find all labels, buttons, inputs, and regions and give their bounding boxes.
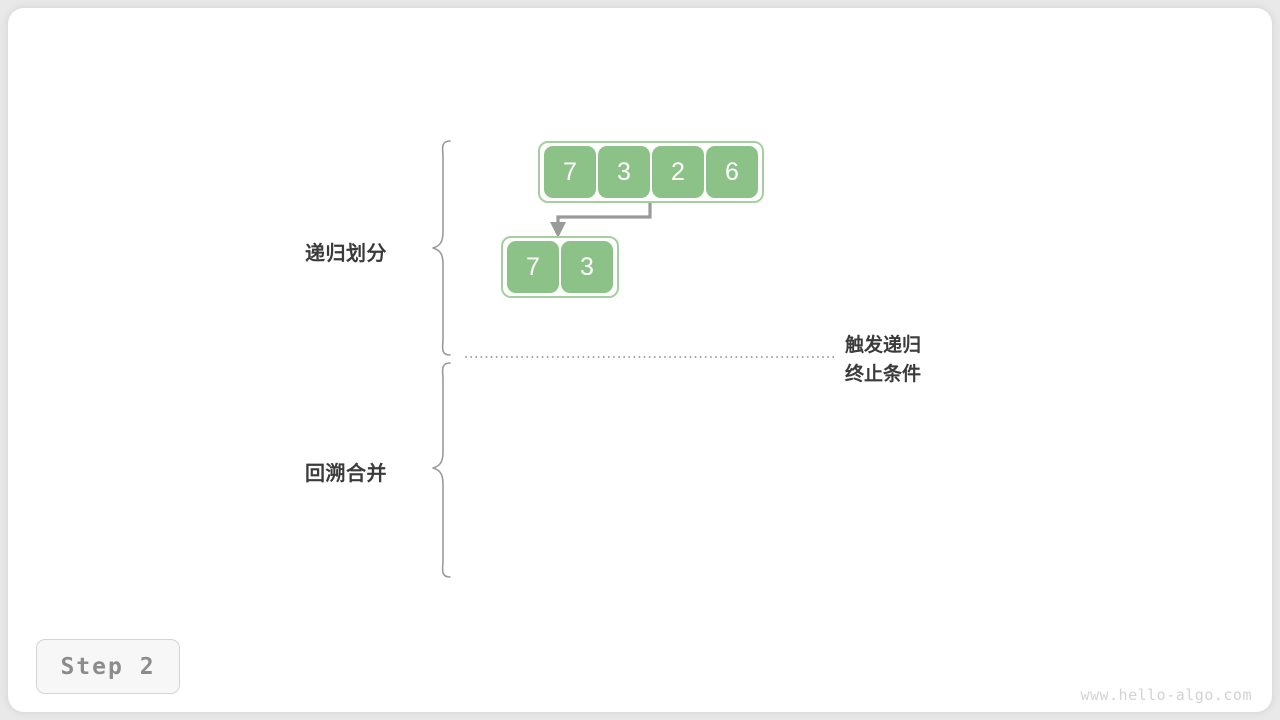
watermark: www.hello-algo.com <box>1080 686 1252 704</box>
array-cell: 7 <box>507 241 559 293</box>
array-cell: 6 <box>706 146 758 198</box>
array-cell: 3 <box>598 146 650 198</box>
recursion-termination-note: 触发递归 终止条件 <box>845 331 921 389</box>
diagram-card <box>8 8 1272 712</box>
array-cell: 3 <box>561 241 613 293</box>
phase-label-divide: 递归划分 <box>305 243 387 265</box>
array-cell: 2 <box>652 146 704 198</box>
recursion-termination-note-line1: 触发递归 <box>845 335 922 356</box>
array-row-sub: 7 3 <box>501 236 619 298</box>
array-row-top: 7 3 2 6 <box>538 141 764 203</box>
array-cell: 7 <box>544 146 596 198</box>
step-badge: Step 2 <box>36 639 180 694</box>
recursion-termination-note-line2: 终止条件 <box>845 364 922 385</box>
phase-label-merge: 回溯合并 <box>305 463 387 485</box>
